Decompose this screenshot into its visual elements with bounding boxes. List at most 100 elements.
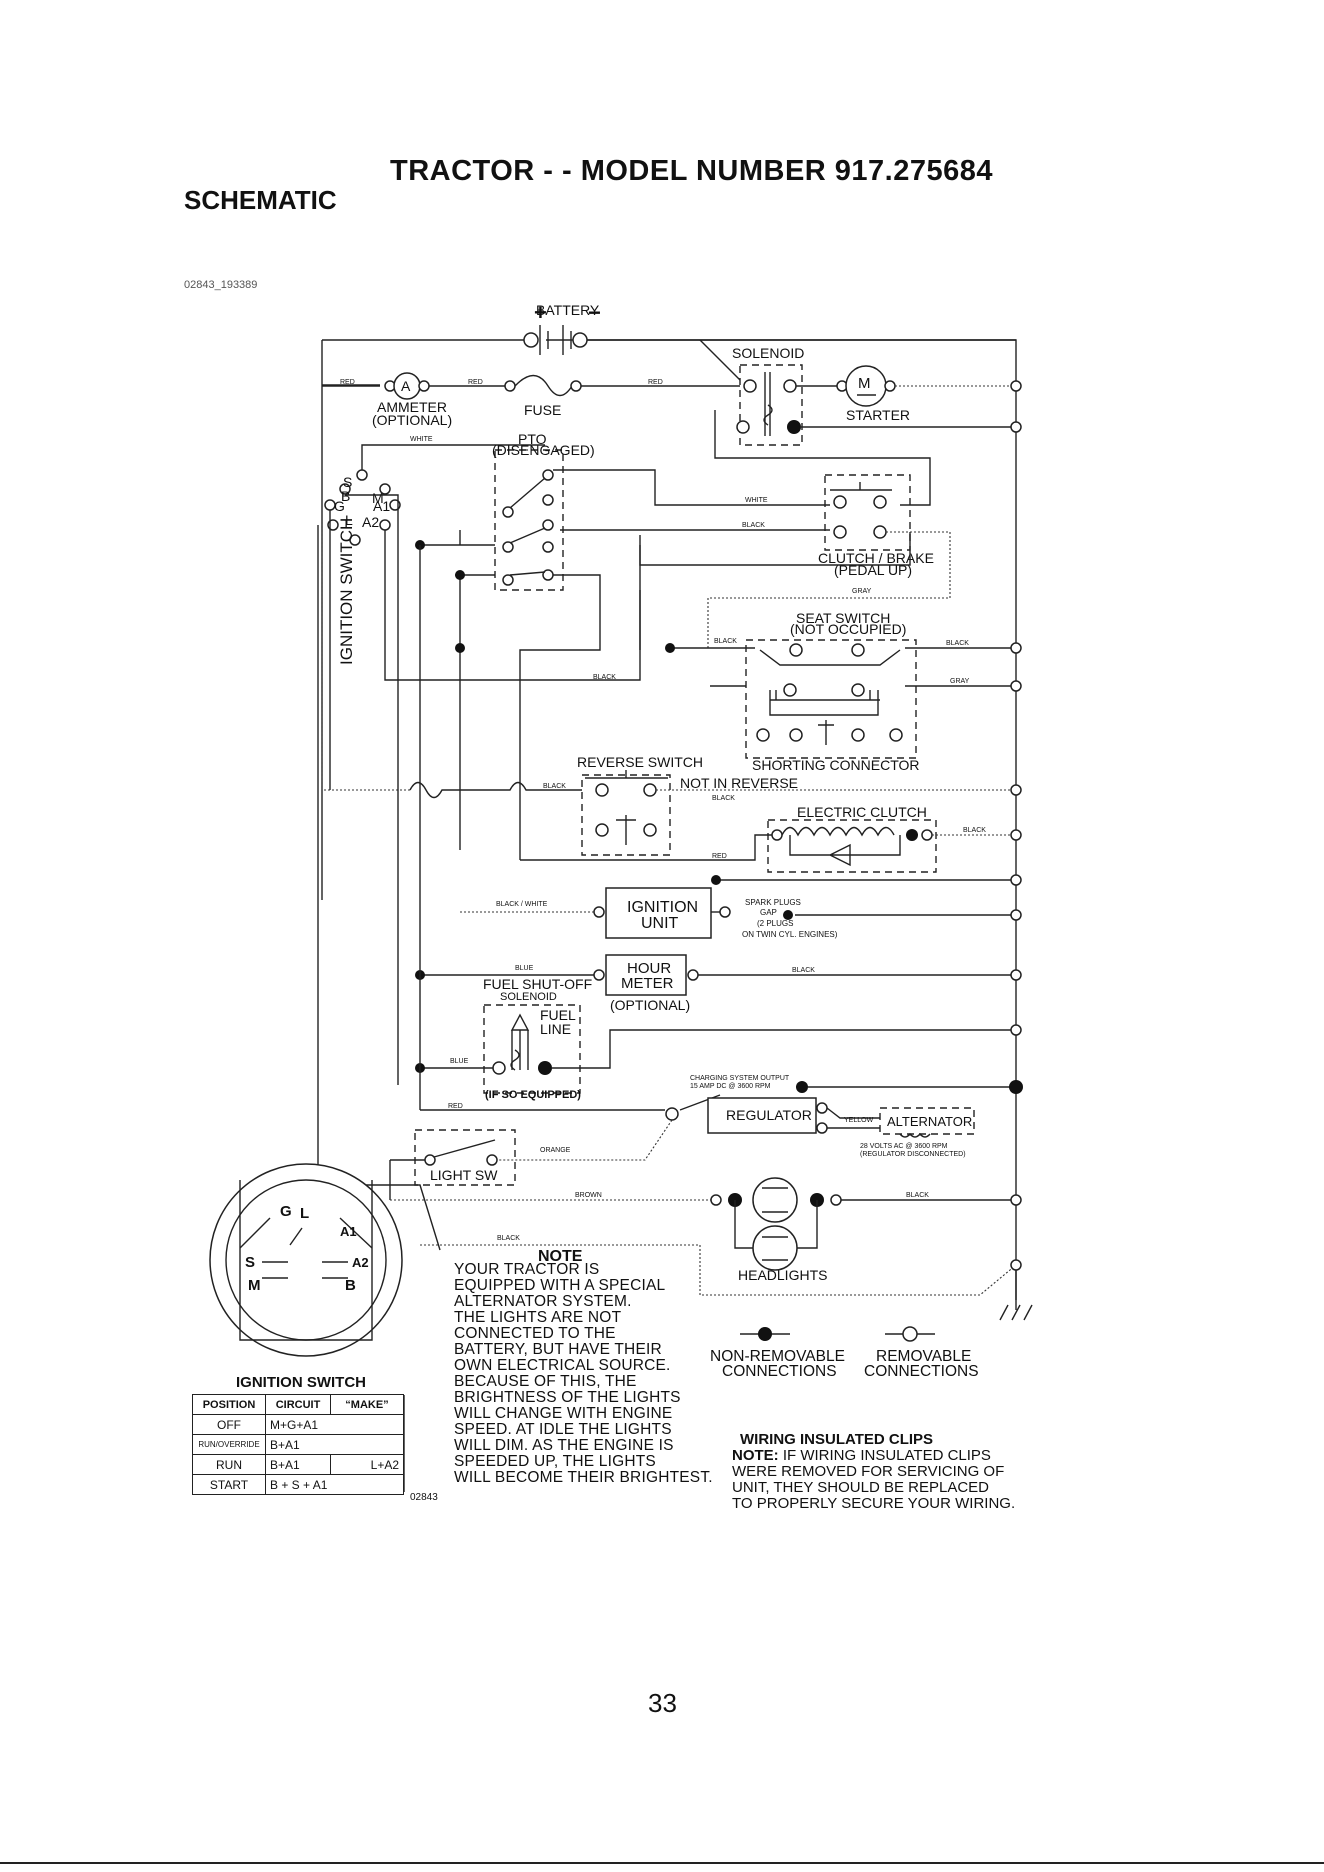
wire-label-gray-1: GRAY [852,588,872,595]
legend-non-removable-label-2: CONNECTIONS [722,1363,837,1380]
note-line: BRIGHTNESS OF THE LIGHTS [454,1389,681,1406]
headlights-label: HEADLIGHTS [738,1267,827,1283]
battery-minus: − [588,300,601,325]
legend-removable-label-1: REMOVABLE [876,1348,971,1365]
charging-output-label-1: CHARGING SYSTEM OUTPUT [690,1075,790,1082]
wiring-clips-note-label: NOTE: [732,1447,779,1464]
wire-label-black-1: BLACK [742,522,765,529]
wire-label-yellow: YELLOW [844,1117,874,1124]
row-position: RUN [192,1454,266,1475]
terminal-b: B [341,488,350,504]
starter-letter: M [858,375,871,392]
note-line: YOUR TRACTOR IS [454,1261,600,1278]
wiring-clips-line: WERE REMOVED FOR SERVICING OF [732,1463,1005,1480]
terminal-a1: A1 [373,498,390,514]
table-row: RUN/OVERRIDE B+A1 [192,1434,404,1455]
row-position: RUN/OVERRIDE [192,1434,266,1455]
headlight-2 [752,1225,798,1271]
legend-removable-label-2: CONNECTIONS [864,1363,979,1380]
row-position: OFF [192,1414,266,1435]
ignition-unit-box [605,887,712,939]
starter-label: STARTER [846,407,910,423]
not-in-reverse-label: NOT IN REVERSE [680,775,798,791]
wire-clutch-seat [707,531,951,650]
wire-label-black-7: BLACK [963,827,986,834]
wire-label-white-1: WHITE [410,436,433,443]
row-circuit: B+A1 [265,1434,404,1455]
note-line: SPEED. AT IDLE THE LIGHTS [454,1421,672,1438]
spark-plugs-label-2: GAP [760,908,777,917]
wire-label-blue-1: BLUE [515,965,534,972]
wire-label-black-2: BLACK [593,674,616,681]
row-circuit: B + S + A1 [265,1474,404,1495]
ignition-switch-title: IGNITION SWITCH [236,1374,366,1391]
note-line: EQUIPPED WITH A SPECIAL [454,1277,666,1294]
wire-fuel-ground [552,1029,1016,1069]
wire-black-bottom [420,1244,1017,1296]
wire-label-red-1: RED [340,379,355,386]
ignition-switch-front-view [209,1163,403,1357]
front-terminal-g: G [280,1203,292,1220]
clutch-brake-label: CLUTCH / BRAKE [818,550,934,566]
wire-label-brown: BROWN [575,1192,602,1199]
fuel-shutoff-label-2: SOLENOID [500,991,557,1003]
wiring-clips-note: WIRING INSULATED CLIPS NOTE: IF WIRING I… [732,1432,1062,1512]
fuse-label: FUSE [524,402,561,418]
table-header-row: POSITION CIRCUIT “MAKE” [192,1394,404,1415]
wire-clutch-return [639,532,911,566]
wiring-clips-line: UNIT, THEY SHOULD BE REPLACED [732,1479,990,1496]
wire-black-seat [384,530,641,681]
header-position: POSITION [192,1394,266,1415]
spark-plugs-label-4: ON TWIN CYL. ENGINES) [742,930,838,939]
front-terminal-s: S [245,1254,255,1271]
ignition-switch-vertical-label: IGNITION SWITCH [337,518,356,665]
pto-state-label: (DISENGAGED) [492,442,595,458]
table-row: OFF M+G+A1 [192,1414,404,1435]
note-line: WILL DIM. AS THE ENGINE IS [454,1437,674,1454]
seat-switch-box [745,639,917,759]
solenoid-label: SOLENOID [732,345,804,361]
solenoid-box [739,364,803,446]
note-line: CONNECTED TO THE [454,1325,616,1342]
front-terminal-l: L [300,1205,309,1222]
alternator-spec-label-2: (REGULATOR DISCONNECTED) [860,1151,966,1158]
wire-label-black-5: BLACK [543,783,566,790]
alternator-spec-label: 28 VOLTS AC @ 3600 RPM [860,1143,948,1150]
wiring-clips-line: TO PROPERLY SECURE YOUR WIRING. [732,1495,1016,1512]
spark-plugs-label-3: (2 PLUGS [757,919,793,928]
wire-label-black-4: BLACK [946,640,969,647]
note-line: WILL BECOME THEIR BRIGHTEST. [454,1469,713,1486]
electric-clutch-box [767,819,937,873]
wire-solenoid-clutch [714,410,931,506]
terminal-g: G [334,498,345,514]
note-line: WILL CHANGE WITH ENGINE [454,1405,673,1422]
electric-clutch-label: ELECTRIC CLUTCH [797,804,927,820]
front-terminal-a2: A2 [352,1255,369,1270]
header-circuit: CIRCUIT [265,1394,331,1415]
regulator-label: REGULATOR [726,1107,812,1123]
alternator-label: ALTERNATOR [887,1114,972,1129]
row-circuit: M+G+A1 [265,1414,404,1435]
fuel-solenoid-box [483,1004,581,1094]
ammeter-label: AMMETER [377,399,447,415]
shorting-connector-label: SHORTING CONNECTOR [752,757,920,773]
hour-meter-box [605,954,687,996]
ignition-switch-terminals [324,469,401,546]
seat-switch-contacts [756,643,903,745]
wire-label-red-5: RED [448,1103,463,1110]
note-line: BATTERY, BUT HAVE THEIR [454,1341,662,1358]
document-number: 02843_193389 [184,279,258,291]
front-terminal-a1: A1 [340,1224,357,1239]
note-line: THE LIGHTS ARE NOT [454,1309,622,1326]
header-make: “MAKE” [330,1394,404,1415]
right-bus-connections [1010,380,1022,1271]
fuel-line-label-2: LINE [540,1021,571,1037]
wiring-clips-title: WIRING INSULATED CLIPS [740,1431,934,1448]
wire-label-orange: ORANGE [540,1147,571,1154]
charging-output-label-2: 15 AMP DC @ 3600 RPM [690,1083,771,1090]
ammeter-optional-label: (OPTIONAL) [372,412,452,428]
headlight-1 [752,1177,798,1223]
hour-meter-label-2: METER [621,975,674,992]
terminal-a2: A2 [362,514,379,530]
